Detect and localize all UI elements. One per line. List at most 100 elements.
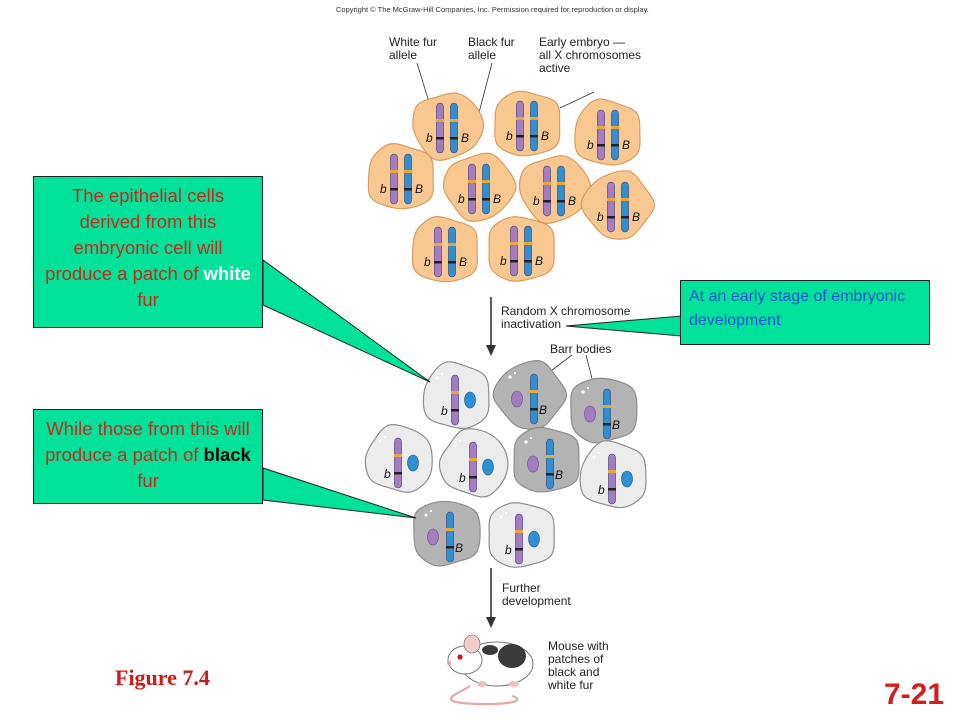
process-arrow-head bbox=[486, 617, 496, 628]
x-chromosome-black-allele bbox=[404, 153, 412, 205]
barr-body bbox=[464, 391, 476, 409]
allele-letter-B: B bbox=[459, 255, 467, 269]
x-chromosome-white-allele bbox=[468, 163, 476, 215]
cell-highlight bbox=[597, 451, 601, 455]
allele-letter-B: B bbox=[415, 182, 423, 196]
chromatid bbox=[394, 437, 402, 489]
mouse-illustration bbox=[447, 634, 534, 706]
chromatid bbox=[603, 388, 611, 440]
cell-membrane bbox=[442, 152, 517, 222]
gene-locus-band bbox=[390, 188, 398, 191]
cell-highlight bbox=[453, 443, 457, 447]
black-fur-allele-label: Black fur allele bbox=[468, 35, 515, 62]
allele-letter-b: b bbox=[587, 138, 594, 152]
barr-bodies-label: Barr bodies bbox=[550, 342, 612, 356]
further-development-label: Further development bbox=[502, 581, 571, 608]
white-patch-callout: The epithelial cells derived from this e… bbox=[33, 176, 263, 328]
active-x-chromosome bbox=[608, 453, 616, 505]
process-arrows bbox=[486, 297, 496, 628]
centromere-band bbox=[557, 182, 565, 185]
chromatid bbox=[404, 153, 412, 205]
barr-body bbox=[407, 454, 419, 472]
x-chromosome-black-allele bbox=[450, 102, 458, 154]
cell-highlight bbox=[529, 436, 533, 440]
gene-locus-band bbox=[469, 476, 477, 479]
gene-locus-band bbox=[436, 137, 444, 140]
active-x-chromosome bbox=[394, 437, 402, 489]
x-chromosome-black-allele bbox=[482, 163, 490, 215]
centromere-band bbox=[530, 117, 538, 120]
cell-highlight bbox=[513, 371, 517, 375]
early-stage-callout: At an early stage of embryonic developme… bbox=[680, 280, 930, 345]
label-leader-line bbox=[559, 91, 595, 109]
x-chromosome-black-allele bbox=[611, 109, 619, 161]
centromere-band bbox=[390, 170, 398, 173]
early-embryo-label: Early embryo — all X chromosomes active bbox=[539, 35, 642, 75]
centromere-band bbox=[546, 455, 554, 458]
process-arrow-head bbox=[486, 345, 496, 356]
gene-locus-band bbox=[543, 200, 551, 203]
x-chromosome-white-allele bbox=[516, 100, 524, 152]
mouse-black-patch bbox=[498, 644, 526, 668]
black-patch-callout: While those from this will produce a pat… bbox=[33, 409, 263, 504]
cell-membrane bbox=[494, 90, 561, 157]
x-chromosome-black-allele bbox=[448, 226, 456, 278]
gene-locus-band bbox=[404, 188, 412, 191]
chromatid bbox=[530, 373, 538, 425]
centromere-band bbox=[436, 119, 444, 122]
cell-highlight bbox=[378, 439, 382, 443]
allele-letter-B: B bbox=[632, 210, 640, 224]
allele-letter-b: b bbox=[597, 210, 604, 224]
chromatid bbox=[557, 165, 565, 217]
allele-letter-B: B bbox=[541, 129, 549, 143]
chromatid bbox=[390, 153, 398, 205]
white-fur-cell: b bbox=[438, 428, 509, 498]
x-chromosome-white-allele bbox=[436, 102, 444, 154]
allele-letter-B: B bbox=[455, 541, 463, 555]
x-chromosome-black-allele bbox=[530, 100, 538, 152]
allele-letter-b: b bbox=[384, 467, 391, 481]
centromere-band bbox=[450, 119, 458, 122]
gene-locus-band bbox=[530, 408, 538, 411]
gene-locus-band bbox=[450, 137, 458, 140]
allele-letter-b: b bbox=[533, 194, 540, 208]
centromere-band bbox=[611, 126, 619, 129]
mouse-label: Mouse with patches of black and white fu… bbox=[548, 639, 609, 692]
centromere-band bbox=[394, 454, 402, 457]
chromatid bbox=[530, 100, 538, 152]
black-fur-cell: B bbox=[413, 500, 481, 567]
cell-highlight bbox=[424, 513, 428, 517]
gene-locus-band bbox=[611, 144, 619, 147]
barr-body bbox=[528, 530, 540, 548]
white-fur-cell: b bbox=[422, 361, 490, 429]
allele-letter-b: b bbox=[424, 255, 431, 269]
active-x-chromosome bbox=[446, 511, 454, 563]
gene-locus-band bbox=[607, 216, 615, 219]
centromere-band bbox=[434, 243, 442, 246]
active-x-chromosome bbox=[469, 441, 477, 493]
allele-letter-B: B bbox=[555, 468, 563, 482]
x-chromosome-black-allele bbox=[557, 165, 565, 217]
cell-membrane bbox=[488, 216, 555, 282]
centromere-band bbox=[597, 126, 605, 129]
x-chromosome-white-allele bbox=[607, 181, 615, 233]
allele-letter-B: B bbox=[535, 254, 543, 268]
gene-locus-band bbox=[394, 472, 402, 475]
allele-letter-B: B bbox=[612, 418, 620, 432]
chromatid bbox=[524, 225, 532, 277]
allele-letter-b: b bbox=[441, 404, 448, 418]
gene-locus-band bbox=[515, 548, 523, 551]
active-x-chromosome bbox=[515, 513, 523, 565]
centromere-band bbox=[446, 528, 454, 531]
gene-locus-band bbox=[448, 261, 456, 264]
chromatid bbox=[448, 226, 456, 278]
cell-highlight bbox=[499, 515, 503, 519]
chromatid bbox=[469, 441, 477, 493]
cell-membrane bbox=[412, 92, 485, 161]
barr-body bbox=[584, 405, 596, 423]
